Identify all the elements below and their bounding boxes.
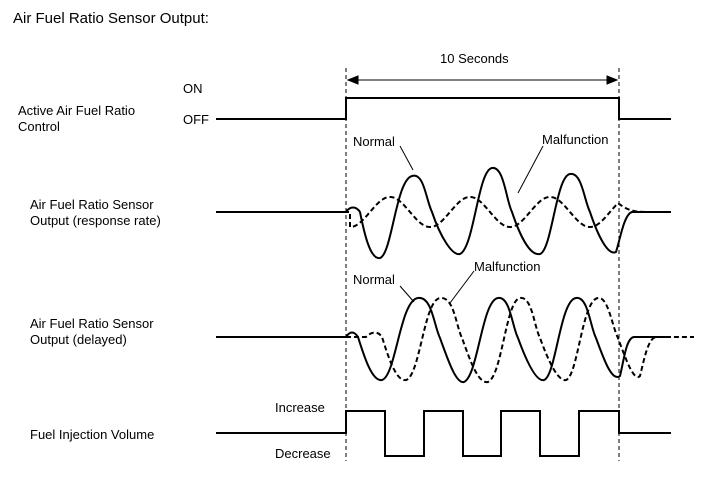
off-label: OFF [183,112,209,127]
delayed-malfunction-label: Malfunction [474,259,541,274]
response-malfunction-waveform [216,196,671,228]
duration-arrow [346,75,619,85]
increase-label: Increase [275,400,325,415]
control-label: Active Air Fuel Ratio Control [18,103,136,134]
injection-label: Fuel Injection Volume [30,427,155,442]
control-signal-line [216,97,671,120]
injection-signal-line [216,410,671,457]
page-title: Air Fuel Ratio Sensor Output: [13,10,209,27]
response-rate-label: Air Fuel Ratio Sensor Output (response r… [30,197,161,228]
response-malfunction-leader [517,145,544,194]
on-label: ON [183,81,203,96]
decrease-label: Decrease [275,446,331,461]
delayed-normal-leader [399,285,415,303]
delayed-malfunction-waveform [346,297,694,383]
delayed-malfunction-leader [449,270,475,304]
delayed-normal-waveform [216,297,671,383]
response-normal-leader [399,145,414,171]
delayed-label: Air Fuel Ratio Sensor Output (delayed) [30,316,154,347]
response-normal-label: Normal [353,134,395,149]
response-malfunction-label: Malfunction [542,132,609,147]
response-normal-waveform [216,167,671,259]
delayed-normal-label: Normal [353,272,395,287]
duration-label: 10 Seconds [440,51,509,66]
